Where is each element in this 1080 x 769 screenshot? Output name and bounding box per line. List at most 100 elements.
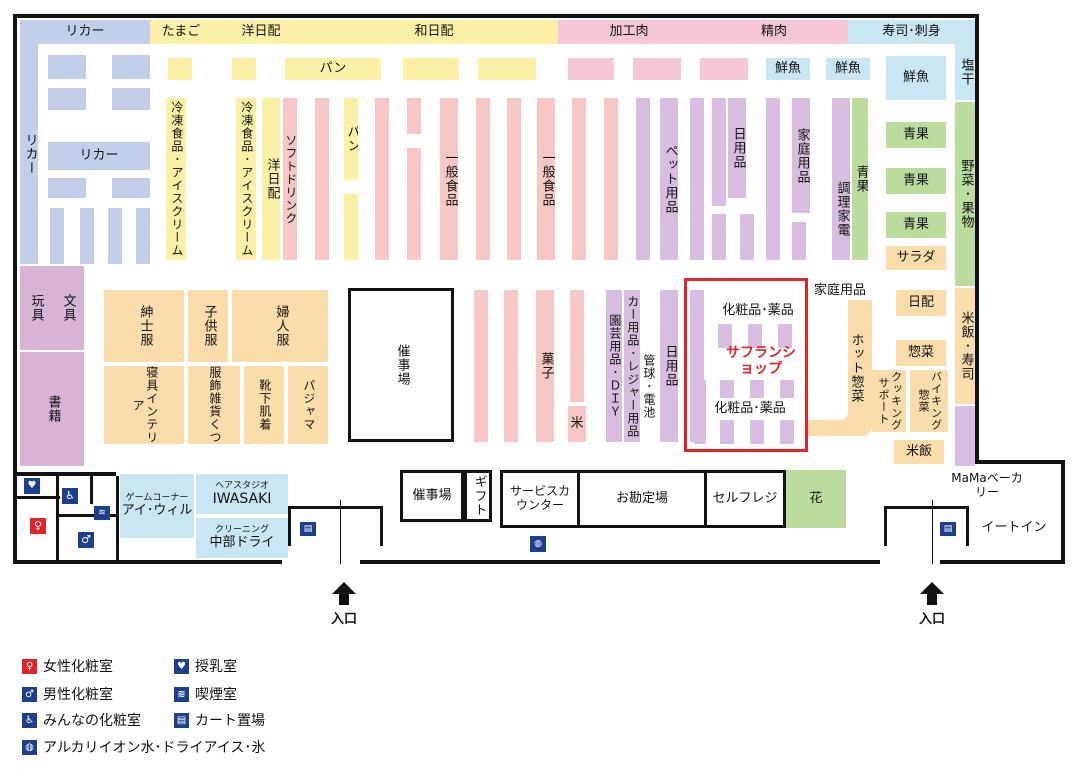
zone-ladies-wear[interactable]: 婦人服 <box>232 290 328 362</box>
aisle-garden[interactable]: 園芸用品･ＤＩＹ <box>606 290 622 442</box>
zone-rice-sushi[interactable]: 米飯･寿司 <box>955 288 975 404</box>
legend-item: ▤ カート置場 <box>174 710 265 730</box>
zone-flowers[interactable]: 花 <box>786 470 846 528</box>
zone-eat-in[interactable]: イートイン <box>970 508 1058 548</box>
zone-stationery[interactable]: 文具 <box>50 266 84 350</box>
aisle-car[interactable]: カー用品･レジャー用品 <box>624 290 640 442</box>
zone-liquor-block[interactable]: リカー <box>48 142 150 170</box>
zone-vegetables[interactable]: 野菜･果物 <box>955 102 975 286</box>
aisle-produce[interactable]: 青果 <box>852 98 868 260</box>
zone-salted-fish[interactable]: 塩干 <box>955 44 975 100</box>
aisle-bulb[interactable]: 管球･電池 <box>640 330 656 442</box>
zone-produce-1[interactable]: 青果 <box>886 122 946 148</box>
zone-label: 鮮魚 <box>834 60 861 76</box>
zone-gift[interactable]: ギフト <box>464 470 492 522</box>
zone-liquor-side[interactable]: リカー <box>20 44 38 264</box>
saffron-shop-outline[interactable] <box>684 278 808 452</box>
store-wall-right <box>975 14 979 464</box>
aisle-appliance[interactable]: 調理家電 <box>832 98 850 260</box>
zone-salad[interactable]: サラダ <box>886 246 946 270</box>
legend-item: ♿ みんなの化粧室 <box>22 710 141 730</box>
aisle-soft-drink[interactable]: ソフトドリンク <box>283 98 297 260</box>
zone-label: 文具 <box>60 294 76 322</box>
zone-label: 米飯･寿司 <box>958 311 974 381</box>
tenant-hair-studio[interactable]: ヘアスタジオ IWASAKI <box>196 474 288 514</box>
zone-fresh-fish-2[interactable]: 鮮魚 <box>826 58 870 80</box>
aisle-daily-goods[interactable]: 日用品 <box>728 98 746 198</box>
zone-liquor-top[interactable]: リカー <box>20 20 150 44</box>
zone-western-deli[interactable]: 洋日配 <box>212 20 310 44</box>
zone-produce-3[interactable]: 青果 <box>886 212 946 238</box>
zone-label: 紳士服 <box>137 305 153 347</box>
zone-label: リカー <box>65 23 105 39</box>
zone-label: 青果 <box>902 172 929 188</box>
zone-pajama[interactable]: パジャマ <box>288 366 328 444</box>
zone-label: バイキング惣菜 <box>917 371 943 431</box>
zone-label: 精肉 <box>760 23 787 39</box>
zone-books[interactable]: 書籍 <box>20 352 84 466</box>
zone-fresh-fish-3[interactable]: 鮮魚 <box>886 56 946 100</box>
entrance-arrow-icon <box>332 582 356 605</box>
zone-event-hall[interactable]: 催事場 <box>348 288 454 442</box>
zone-service-counter[interactable]: サービスカウンター <box>500 470 580 528</box>
label-household-2[interactable]: 家庭用品 <box>808 280 872 302</box>
entrance-label-left: 入口 <box>330 612 357 627</box>
zone-processed-meat[interactable]: 加工肉 <box>558 20 700 44</box>
aisle-household[interactable]: 家庭用品 <box>792 98 810 213</box>
legend-item: ♀ 女性化粧室 <box>22 656 113 676</box>
aisle-general-food-2[interactable]: 一般食品 <box>537 98 555 260</box>
label-cosmetics-bottom: 化粧品･薬品 <box>704 398 796 420</box>
zone-checkout[interactable]: お勘定場 <box>577 470 707 528</box>
cart-storage-icon: ▤ <box>174 712 189 728</box>
zone-viking-deli[interactable]: バイキング惣菜 <box>910 370 948 432</box>
tenant-label: ゲームコーナー <box>125 493 189 504</box>
tenant-game-corner[interactable]: ゲームコーナー アイ･ウィル <box>120 474 194 538</box>
aisle-general-food-1[interactable]: 一般食品 <box>440 98 458 260</box>
zone-accessories[interactable]: 服飾雑貨くつ <box>188 366 240 444</box>
tenant-cleaning[interactable]: クリーニング 中部ドライ <box>196 518 288 558</box>
zone-self-register[interactable]: セルフレジ <box>704 470 786 528</box>
zone-label: 米飯 <box>905 443 932 459</box>
zone-produce-2[interactable]: 青果 <box>886 168 946 194</box>
zone-bread-top[interactable]: パン <box>285 58 381 80</box>
aisle-bread[interactable]: パン <box>344 98 358 180</box>
zone-cooking-support[interactable]: クッキングサポート <box>872 370 906 432</box>
zone-eggs[interactable]: たまご <box>150 20 212 44</box>
zone-kids-wear[interactable]: 子供服 <box>188 290 228 362</box>
aisle-snacks[interactable]: 菓子 <box>536 290 554 442</box>
zone-label: 管球･電池 <box>641 353 656 419</box>
zone-sushi[interactable]: 寿司･刺身 <box>848 20 975 44</box>
zone-japanese-daily[interactable]: 日配 <box>896 290 946 316</box>
zone-label: リカー <box>22 133 38 175</box>
zone-deli[interactable]: 惣菜 <box>896 340 946 366</box>
zone-fresh-fish-1[interactable]: 鮮魚 <box>766 58 810 80</box>
aisle-frozen-1[interactable]: 冷凍食品･アイスクリーム <box>166 98 186 260</box>
mens-restroom-icon: ♂ <box>78 532 94 548</box>
zone-bakery[interactable]: MaMaベーカリー <box>950 468 1024 504</box>
zone-label: 鮮魚 <box>774 60 801 76</box>
zone-event-small[interactable]: 催事場 <box>400 470 464 522</box>
store-wall-right2 <box>1061 460 1065 564</box>
tenant-name: アイ･ウィル <box>121 502 193 518</box>
zone-label: 一般食品 <box>442 151 458 207</box>
zone-socks[interactable]: 靴下肌着 <box>244 366 284 444</box>
legend-label: 男性化粧室 <box>43 687 113 703</box>
zone-mens-wear[interactable]: 紳士服 <box>104 290 184 362</box>
zone-japanese-deli[interactable]: 和日配 <box>310 20 558 44</box>
zone-label: 冷凍食品･アイスクリーム <box>239 101 254 257</box>
legend-label: アルカリイオン水･ドライアイス･氷 <box>43 740 266 756</box>
zone-cooked-rice[interactable]: 米飯 <box>894 440 944 464</box>
nursing-room-icon: ♥ <box>174 658 189 674</box>
zone-meat[interactable]: 精肉 <box>700 20 848 44</box>
aisle-rice[interactable]: 米 <box>568 406 586 442</box>
zone-label: サフランショップ <box>726 344 796 377</box>
zone-toys[interactable]: 玩具 <box>20 266 50 350</box>
aisle-western-deli[interactable]: 洋日配 <box>262 98 280 260</box>
aisle-frozen-2[interactable]: 冷凍食品･アイスクリーム <box>236 98 256 260</box>
legend-label: みんなの化粧室 <box>43 713 141 729</box>
aisle-pet[interactable]: ペット用品 <box>660 98 678 260</box>
zone-label: 青果 <box>853 165 868 193</box>
aisle-daily-goods-2[interactable]: 日用品 <box>660 290 678 442</box>
zone-bedding[interactable]: 寝具インテリア <box>104 366 184 444</box>
legend-item: ♂ 男性化粧室 <box>22 684 113 704</box>
